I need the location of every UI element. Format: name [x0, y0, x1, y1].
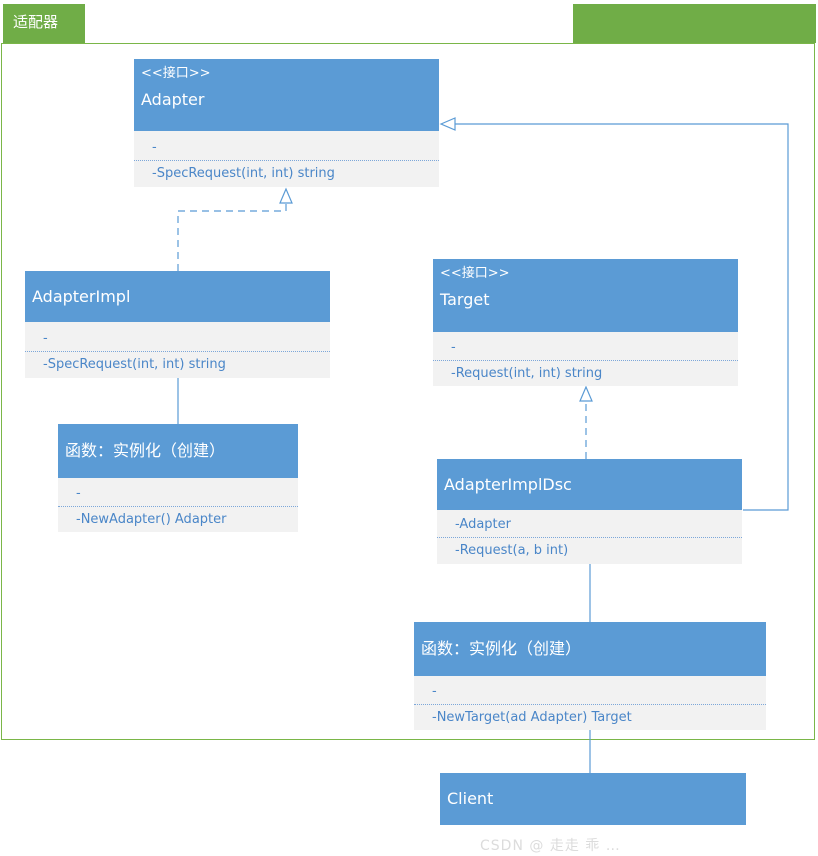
function-name: 函数：实例化（创建）: [65, 441, 226, 460]
class-header: <<接口>> Adapter: [134, 59, 439, 131]
class-members: - -Request(int, int) string: [433, 332, 738, 386]
class-adapter[interactable]: <<接口>> Adapter - -SpecRequest(int, int) …: [134, 59, 439, 187]
attribute-row: -: [134, 135, 439, 161]
frame-title: 适配器: [13, 13, 59, 31]
function-header: 函数：实例化（创建）: [414, 622, 766, 676]
class-header: AdapterImpl: [25, 271, 330, 322]
method-row: -NewTarget(ad Adapter) Target: [432, 710, 632, 725]
class-header: Client: [440, 773, 746, 825]
stereotype-label: <<接口>>: [141, 66, 211, 81]
class-name: AdapterImpl: [32, 287, 131, 306]
association-adapterimpldsc-adapter: [455, 123, 789, 511]
class-members: - -SpecRequest(int, int) string: [134, 131, 439, 187]
attribute-row: -: [414, 679, 766, 705]
function-members: - -NewTarget(ad Adapter) Target: [414, 676, 766, 730]
class-name: AdapterImplDsc: [444, 475, 572, 494]
method-row: -Request(int, int) string: [451, 366, 603, 381]
method-row: -SpecRequest(int, int) string: [152, 166, 335, 181]
package-frame: [1, 43, 815, 740]
attribute-row: -: [433, 335, 738, 361]
function-members: - -NewAdapter() Adapter: [58, 478, 298, 532]
class-adapterimpl[interactable]: AdapterImpl - -SpecRequest(int, int) str…: [25, 271, 330, 378]
class-name: Target: [440, 290, 490, 309]
attribute-row: -: [58, 481, 298, 507]
attribute-row: -: [25, 326, 330, 352]
attribute-row: -Adapter: [437, 512, 742, 538]
class-header: AdapterImplDsc: [437, 459, 742, 510]
realization-arrowhead-adapter: [279, 187, 293, 204]
class-client[interactable]: Client: [440, 773, 746, 825]
class-members: - -SpecRequest(int, int) string: [25, 322, 330, 378]
class-adapterimpldsc[interactable]: AdapterImplDsc -Adapter -Request(a, b in…: [437, 459, 742, 564]
realization-arrowhead-target: [579, 385, 593, 402]
realization-adapterimpl-adapter: [177, 203, 287, 271]
method-row: -SpecRequest(int, int) string: [43, 357, 226, 372]
watermark: CSDN @ 走走 乖 …: [480, 838, 621, 854]
class-header: <<接口>> Target: [433, 259, 738, 332]
function-newtarget[interactable]: 函数：实例化（创建） - -NewTarget(ad Adapter) Targ…: [414, 622, 766, 730]
frame-header-bar: [573, 4, 816, 43]
class-target[interactable]: <<接口>> Target - -Request(int, int) strin…: [433, 259, 738, 386]
association-arrowhead-adapter: [439, 117, 456, 131]
method-row: -Request(a, b int): [455, 543, 569, 558]
function-name: 函数：实例化（创建）: [421, 639, 582, 658]
class-name: Client: [447, 789, 494, 808]
class-name: Adapter: [141, 90, 205, 109]
function-newadapter[interactable]: 函数：实例化（创建） - -NewAdapter() Adapter: [58, 424, 298, 532]
function-header: 函数：实例化（创建）: [58, 424, 298, 478]
stereotype-label: <<接口>>: [440, 266, 510, 281]
method-row: -NewAdapter() Adapter: [76, 512, 227, 527]
frame-title-tab: 适配器: [3, 4, 85, 43]
class-members: -Adapter -Request(a, b int): [437, 510, 742, 564]
